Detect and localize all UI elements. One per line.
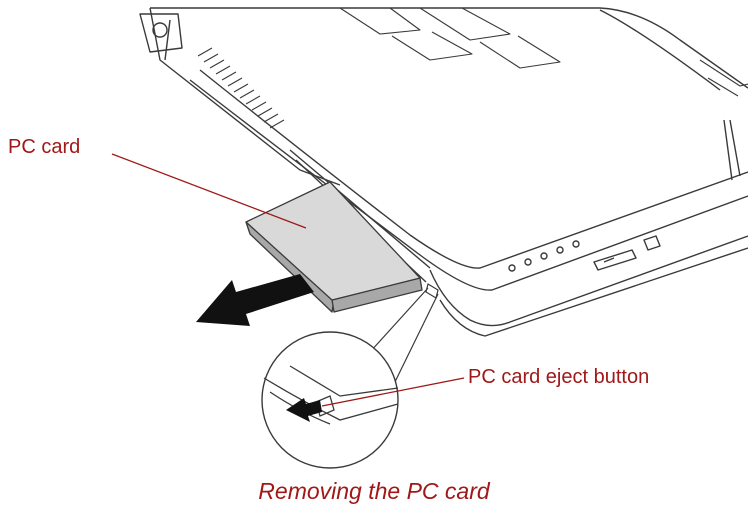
keyboard-keys bbox=[339, 7, 748, 97]
pc-card-face bbox=[245, 181, 421, 301]
figure-caption: Removing the PC card bbox=[258, 478, 490, 504]
pc-card-leader bbox=[111, 153, 307, 229]
eject-arrow bbox=[286, 398, 322, 422]
vent-grille bbox=[197, 47, 285, 129]
magnified-inset bbox=[261, 331, 399, 469]
callout-leaders bbox=[111, 153, 465, 407]
pc-card-label: PC card bbox=[8, 136, 81, 158]
indicator-lights bbox=[508, 240, 580, 272]
eject-button-leader bbox=[321, 377, 465, 407]
removal-arrow bbox=[196, 274, 314, 326]
laptop-base bbox=[139, 7, 748, 337]
eject-button-label: PC card eject button bbox=[468, 366, 650, 388]
zoom-callout-lines bbox=[369, 283, 439, 389]
